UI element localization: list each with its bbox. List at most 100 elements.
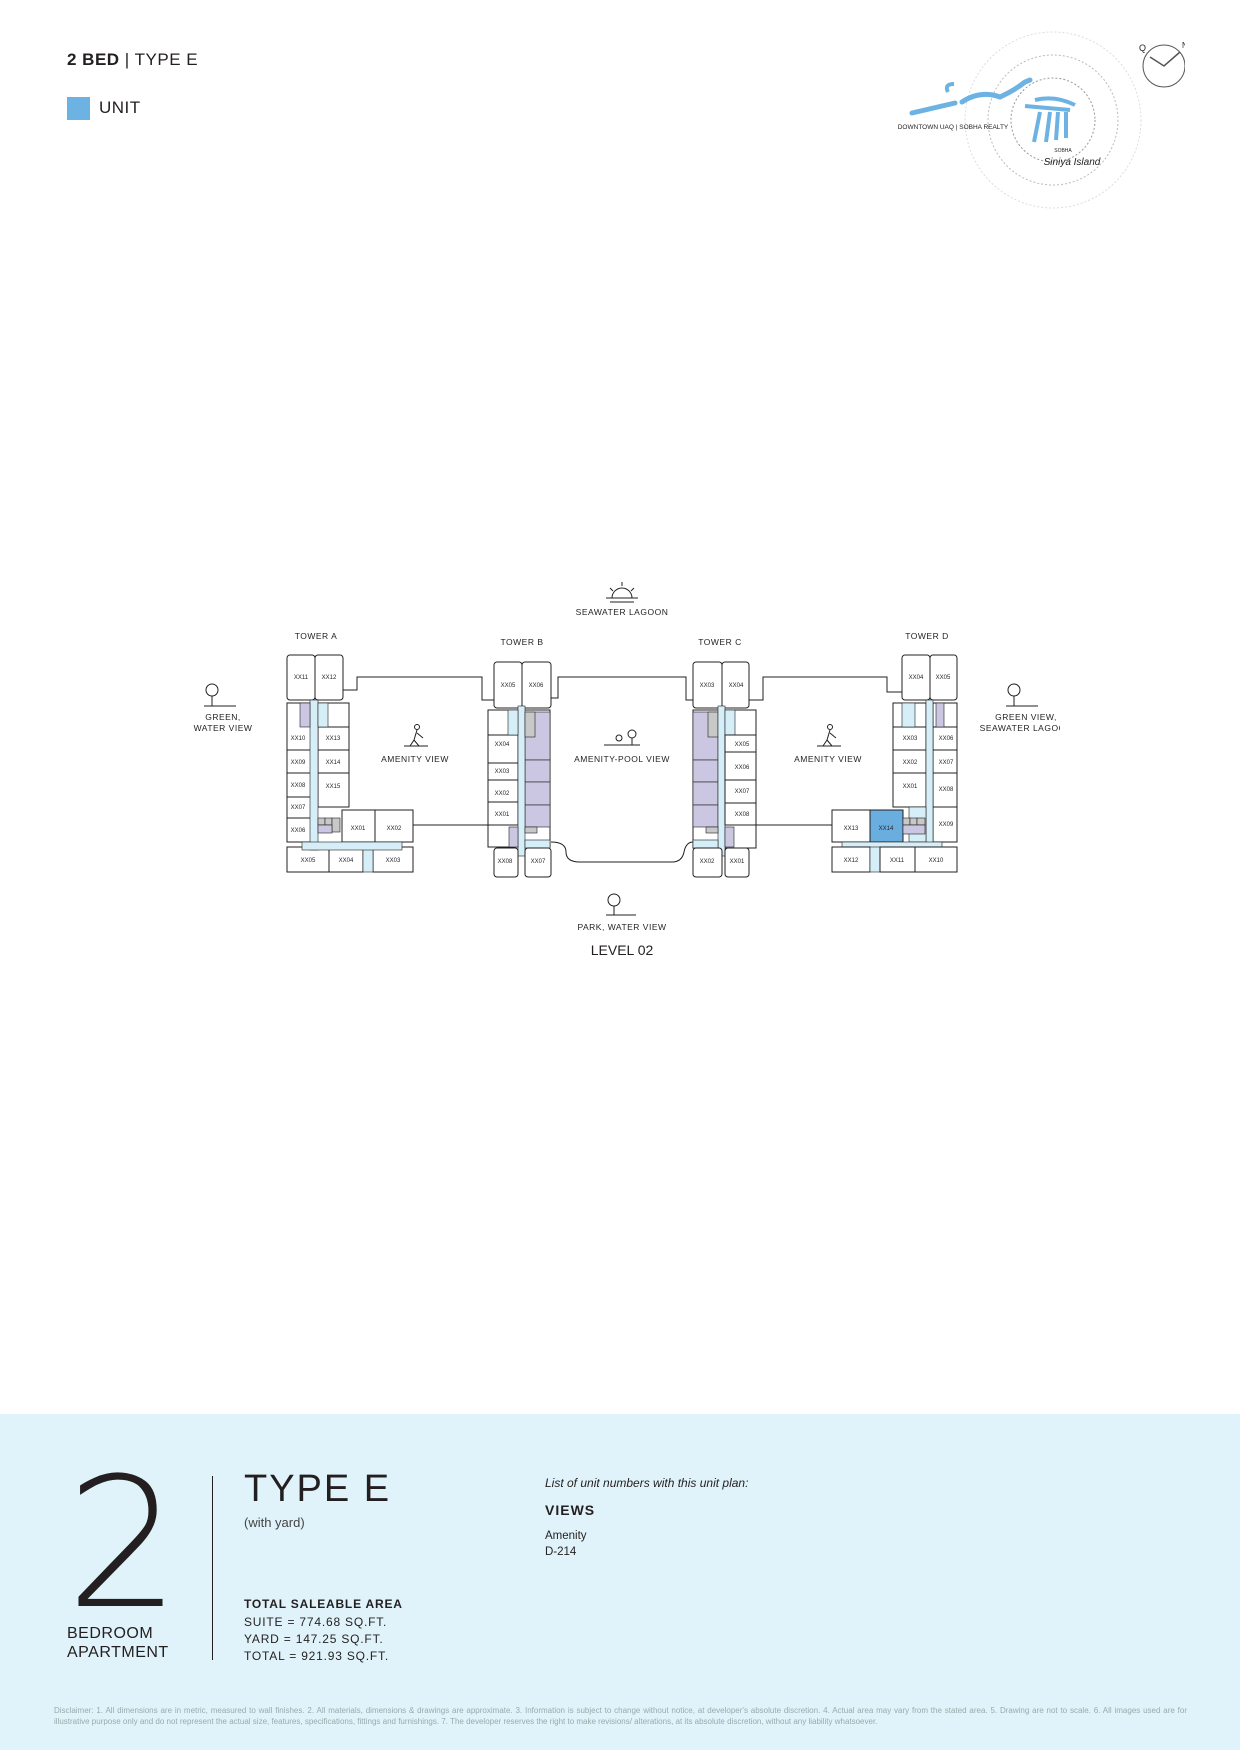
tower-d-label: TOWER D: [905, 631, 948, 641]
tree-icon: [606, 893, 636, 916]
room-label: XX13: [326, 736, 341, 742]
pool-trees-icon: [604, 729, 640, 746]
room-label: XX08: [498, 859, 513, 865]
room-label: XX08: [735, 812, 750, 818]
brand-small: SOBHA: [1054, 148, 1072, 154]
room-label: XX15: [326, 784, 341, 790]
room-label: XX05: [301, 858, 316, 864]
room-label: XX04: [339, 858, 354, 864]
divider: [212, 1476, 213, 1660]
level-label: LEVEL 02: [591, 942, 654, 958]
island-shape: [1024, 96, 1076, 143]
room-label: XX14: [326, 760, 341, 766]
unit-a-xx02[interactable]: [374, 809, 414, 843]
room-label: XX01: [903, 784, 918, 790]
bed-line-1: BEDROOM: [67, 1625, 154, 1642]
room-label: XX07: [531, 859, 546, 865]
bedroom-count: 2: [66, 1440, 181, 1649]
suite-area: SUITE = 774.68 SQ.FT.: [244, 1615, 388, 1629]
type-subtitle: (with yard): [244, 1515, 305, 1530]
room-label: XX01: [730, 859, 745, 865]
room-label: XX10: [929, 858, 944, 864]
room-label: XX02: [495, 791, 510, 797]
compass-n: N: [1182, 41, 1185, 50]
room-label: XX13: [844, 826, 859, 832]
views-heading: VIEWS: [545, 1502, 596, 1518]
room-label: XX07: [735, 789, 750, 795]
tree-icon: [204, 683, 236, 707]
room-label: XX06: [939, 736, 954, 742]
tower-c: XX03 XX04 XX05 XX06 XX07 XX08 XX02 XX01: [692, 661, 757, 878]
room-label: XX03: [386, 858, 401, 864]
tower-b-label: TOWER B: [500, 637, 543, 647]
tower-b: XX05 XX06 XX04 XX03 XX02 XX01 XX08 XX07: [487, 661, 552, 878]
unit-legend-label: UNIT: [99, 98, 141, 117]
tower-d: XX04 XX05 XX03 XX02 XX01 XX06 XX07 XX08 …: [831, 654, 958, 873]
brand-script-logo: Siniya Island: [1044, 157, 1101, 168]
people-walking-icon: [817, 724, 841, 747]
room-label: XX04: [495, 742, 510, 748]
room-label: XX05: [501, 683, 516, 689]
summary-panel: [0, 1414, 1240, 1750]
tower-a-label: TOWER A: [295, 631, 338, 641]
room-label: XX02: [387, 826, 402, 832]
room-label: XX11: [890, 858, 905, 864]
bed-line-2: APARTMENT: [67, 1644, 169, 1661]
tower-a: XX11 XX12 XX10 XX09 XX08 XX07 XX06 XX13 …: [286, 654, 414, 873]
type-title: TYPE E: [244, 1468, 392, 1510]
people-walking-icon: [404, 724, 428, 747]
view-unit-number: D-214: [545, 1546, 577, 1558]
view-label-left: GREEN,: [205, 712, 241, 722]
compass-icon: Q N: [1139, 41, 1185, 88]
room-label: XX01: [351, 826, 366, 832]
room-label: XX05: [936, 675, 951, 681]
page-title: 2 BED | TYPE E: [67, 50, 198, 70]
room-label: XX09: [939, 822, 954, 828]
room-label: XX04: [909, 675, 924, 681]
room-label: XX04: [729, 683, 744, 689]
room-label: XX02: [700, 859, 715, 865]
room-label: XX03: [903, 736, 918, 742]
yard-area: YARD = 147.25 SQ.FT.: [244, 1632, 384, 1646]
view-label-top: SEAWATER LAGOON: [576, 607, 669, 617]
unit-a-xx12[interactable]: [314, 654, 344, 701]
room-label: XX08: [939, 787, 954, 793]
bed-count: 2 BED: [67, 50, 120, 69]
view-label-bottom: PARK, WATER VIEW: [577, 922, 666, 932]
tower-c-label: TOWER C: [698, 637, 741, 647]
bedroom-apartment-label: BEDROOM APARTMENT: [67, 1624, 169, 1662]
room-label: XX10: [291, 736, 306, 742]
room-label: XX12: [322, 675, 337, 681]
room-label: XX07: [291, 805, 306, 811]
room-label: XX07: [939, 760, 954, 766]
view-label-amenity-a: AMENITY VIEW: [381, 754, 449, 764]
unit-list-heading: List of unit numbers with this unit plan…: [545, 1476, 749, 1490]
area-heading: TOTAL SALEABLE AREA: [244, 1597, 403, 1611]
sunset-icon: [606, 582, 638, 603]
total-area: TOTAL = 921.93 SQ.FT.: [244, 1649, 389, 1663]
coastline-shape: [909, 77, 1033, 116]
room-label: XX05: [735, 742, 750, 748]
room-label: XX08: [291, 783, 306, 789]
view-label-amenity-d: AMENITY VIEW: [794, 754, 862, 764]
view-label-right-2: SEAWATER LAGOON: [980, 723, 1060, 733]
room-label: XX06: [735, 765, 750, 771]
compass-q: Q: [1139, 43, 1146, 53]
tree-icon: [1006, 683, 1038, 707]
unit-legend-swatch: [67, 97, 90, 120]
type-label: TYPE E: [134, 50, 199, 69]
room-label: XX11: [294, 675, 309, 681]
view-name: Amenity: [545, 1530, 587, 1542]
room-label: XX12: [844, 858, 859, 864]
view-label-right: GREEN VIEW,: [995, 712, 1057, 722]
room-label: XX09: [291, 760, 306, 766]
floor-plan: XX11 XX12 XX10 XX09 XX08 XX07 XX06 XX13 …: [194, 582, 1060, 958]
disclaimer: Disclaimer: 1. All dimensions are in met…: [54, 1706, 1187, 1726]
room-label: XX06: [529, 683, 544, 689]
view-label-left-2: WATER VIEW: [194, 723, 253, 733]
room-label: XX03: [700, 683, 715, 689]
view-label-pool: AMENITY-POOL VIEW: [574, 754, 670, 764]
room-label: XX02: [903, 760, 918, 766]
room-label: XX01: [495, 812, 510, 818]
room-label: XX03: [495, 769, 510, 775]
